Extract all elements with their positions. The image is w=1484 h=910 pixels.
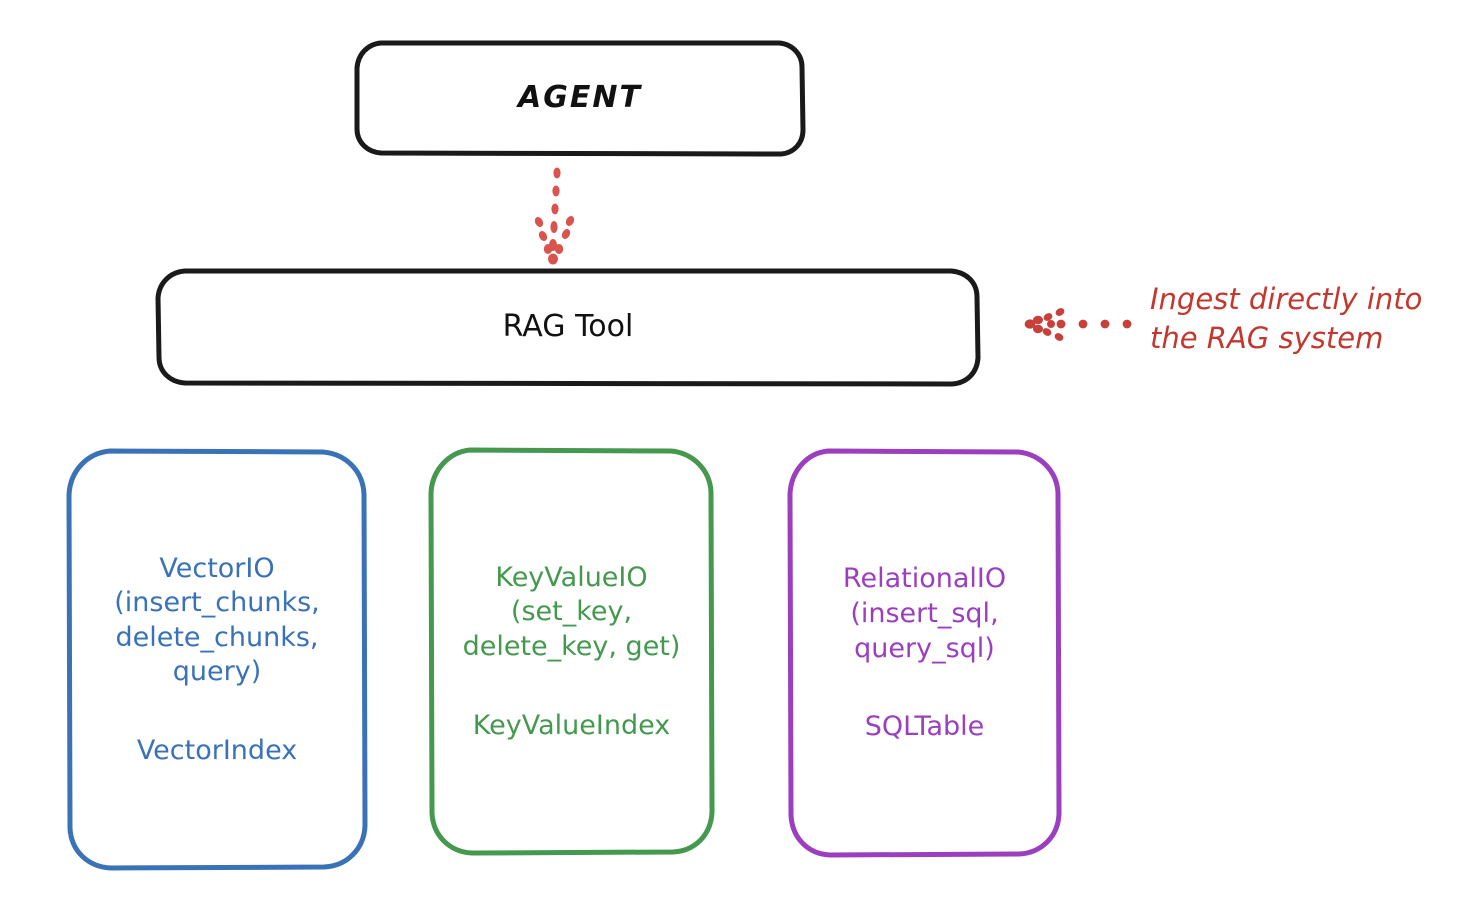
ingest-annotation: Ingest directly into the RAG system [1150, 282, 1423, 356]
key-value-io-box[interactable] [428, 447, 715, 856]
vector-io-box[interactable] [66, 448, 368, 871]
vector-io-box-outline [66, 448, 368, 871]
ingest-arrow [1024, 308, 1132, 341]
rag-tool-box[interactable] [155, 268, 981, 387]
agent-to-rag-arrow [534, 167, 575, 265]
relational-io-box[interactable] [787, 448, 1062, 858]
relational-io-box-outline [787, 448, 1062, 858]
rag-tool-box-outline [155, 268, 981, 387]
agent-box-outline [354, 40, 806, 157]
key-value-io-box-outline [428, 447, 715, 856]
agent-box[interactable] [354, 40, 806, 157]
